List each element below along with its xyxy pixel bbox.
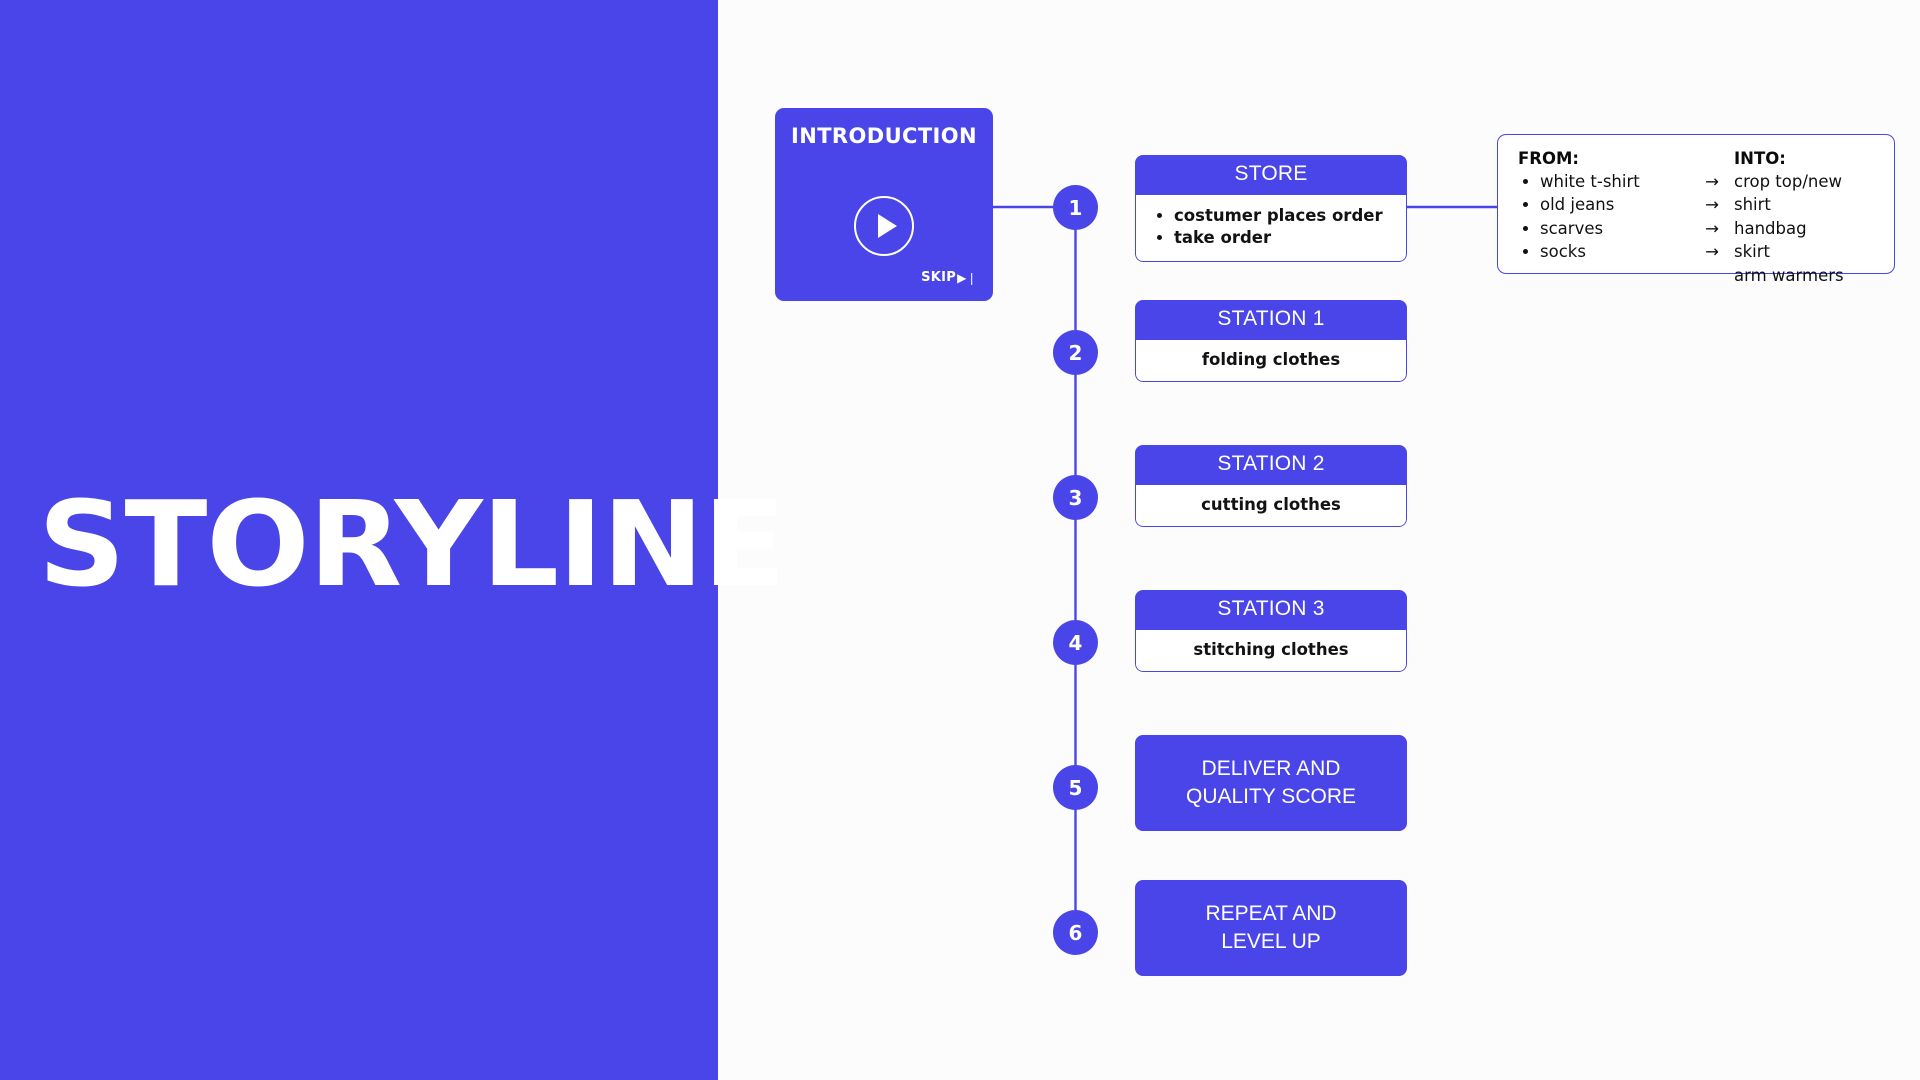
timeline-node-5[interactable]: 5 xyxy=(1053,765,1098,810)
title-panel: STORYLINE xyxy=(0,0,786,1080)
list-item: old jeans xyxy=(1540,193,1690,216)
mapping-from-list: white t-shirt old jeans scarves socks xyxy=(1518,170,1690,264)
list-item: take order xyxy=(1174,227,1392,249)
list-item: scarves xyxy=(1540,217,1690,240)
step-card-repeat-level-up[interactable]: REPEAT AND LEVEL UP xyxy=(1135,880,1407,976)
step-card-station-1[interactable]: STATION 1 folding clothes xyxy=(1135,300,1407,382)
list-item: costumer places order xyxy=(1174,205,1392,227)
deliver-line-1: DELIVER AND xyxy=(1201,757,1341,781)
timeline-node-2[interactable]: 2 xyxy=(1053,330,1098,375)
step-card-station-2-body: cutting clothes xyxy=(1135,485,1407,527)
mapping-into-header: INTO: xyxy=(1734,149,1786,168)
list-item: handbag xyxy=(1734,218,1807,238)
step-card-deliver-quality-score[interactable]: DELIVER AND QUALITY SCORE xyxy=(1135,735,1407,831)
skip-forward-icon: ▶❘ xyxy=(957,270,977,285)
list-item: socks xyxy=(1540,240,1690,263)
step-card-station-1-header: STATION 1 xyxy=(1135,300,1407,340)
page-title: STORYLINE xyxy=(38,475,786,613)
play-triangle-icon xyxy=(877,214,897,238)
step-card-station-3-body: stitching clothes xyxy=(1135,630,1407,672)
list-item: crop top/new shirt xyxy=(1734,172,1843,215)
repeat-line-2: LEVEL UP xyxy=(1221,930,1321,953)
material-mapping-panel: FROM: white t-shirt old jeans scarves so… xyxy=(1497,134,1895,285)
step-card-store-header: STORE xyxy=(1135,155,1407,195)
store-task-list: costumer places order take order xyxy=(1150,205,1392,249)
repeat-line-1: REPEAT AND xyxy=(1205,902,1337,926)
arrow-right-icon: → xyxy=(1705,172,1719,191)
list-item: skirt xyxy=(1734,242,1770,262)
step-card-station-2[interactable]: STATION 2 cutting clothes xyxy=(1135,445,1407,527)
step-card-station-3-header: STATION 3 xyxy=(1135,590,1407,630)
introduction-card[interactable]: INTRODUCTION SKIP ▶❘ xyxy=(775,108,993,301)
mapping-arrow-column: → → → → xyxy=(1690,149,1734,287)
step-card-station-2-header: STATION 2 xyxy=(1135,445,1407,485)
timeline-node-4[interactable]: 4 xyxy=(1053,620,1098,665)
step-card-station-3[interactable]: STATION 3 stitching clothes xyxy=(1135,590,1407,672)
mapping-from-header: FROM: xyxy=(1518,149,1580,168)
arrow-right-icon: → xyxy=(1705,218,1719,238)
station-3-task: stitching clothes xyxy=(1193,640,1349,659)
station-2-task: cutting clothes xyxy=(1201,495,1341,514)
introduction-title: INTRODUCTION xyxy=(791,124,977,148)
timeline-node-1[interactable]: 1 xyxy=(1053,185,1098,230)
station-1-task: folding clothes xyxy=(1201,350,1341,369)
skip-button-label: SKIP xyxy=(921,270,957,285)
deliver-line-2: QUALITY SCORE xyxy=(1186,785,1356,808)
step-card-store-body: costumer places order take order xyxy=(1135,195,1407,262)
timeline-node-6[interactable]: 6 xyxy=(1053,910,1098,955)
timeline-node-3[interactable]: 3 xyxy=(1053,475,1098,520)
list-item: white t-shirt xyxy=(1540,170,1690,193)
arrow-right-icon: → xyxy=(1705,242,1719,262)
step-card-store[interactable]: STORE costumer places order take order xyxy=(1135,155,1407,262)
step-card-station-1-body: folding clothes xyxy=(1135,340,1407,382)
mapping-into-column: INTO: crop top/new shirt handbag skirt a… xyxy=(1734,149,1876,287)
play-icon[interactable] xyxy=(854,196,914,256)
arrow-right-icon: → xyxy=(1705,195,1719,215)
skip-button[interactable]: SKIP ▶❘ xyxy=(921,270,977,285)
mapping-from-column: FROM: white t-shirt old jeans scarves so… xyxy=(1518,149,1690,287)
list-item: arm warmers xyxy=(1734,265,1844,285)
